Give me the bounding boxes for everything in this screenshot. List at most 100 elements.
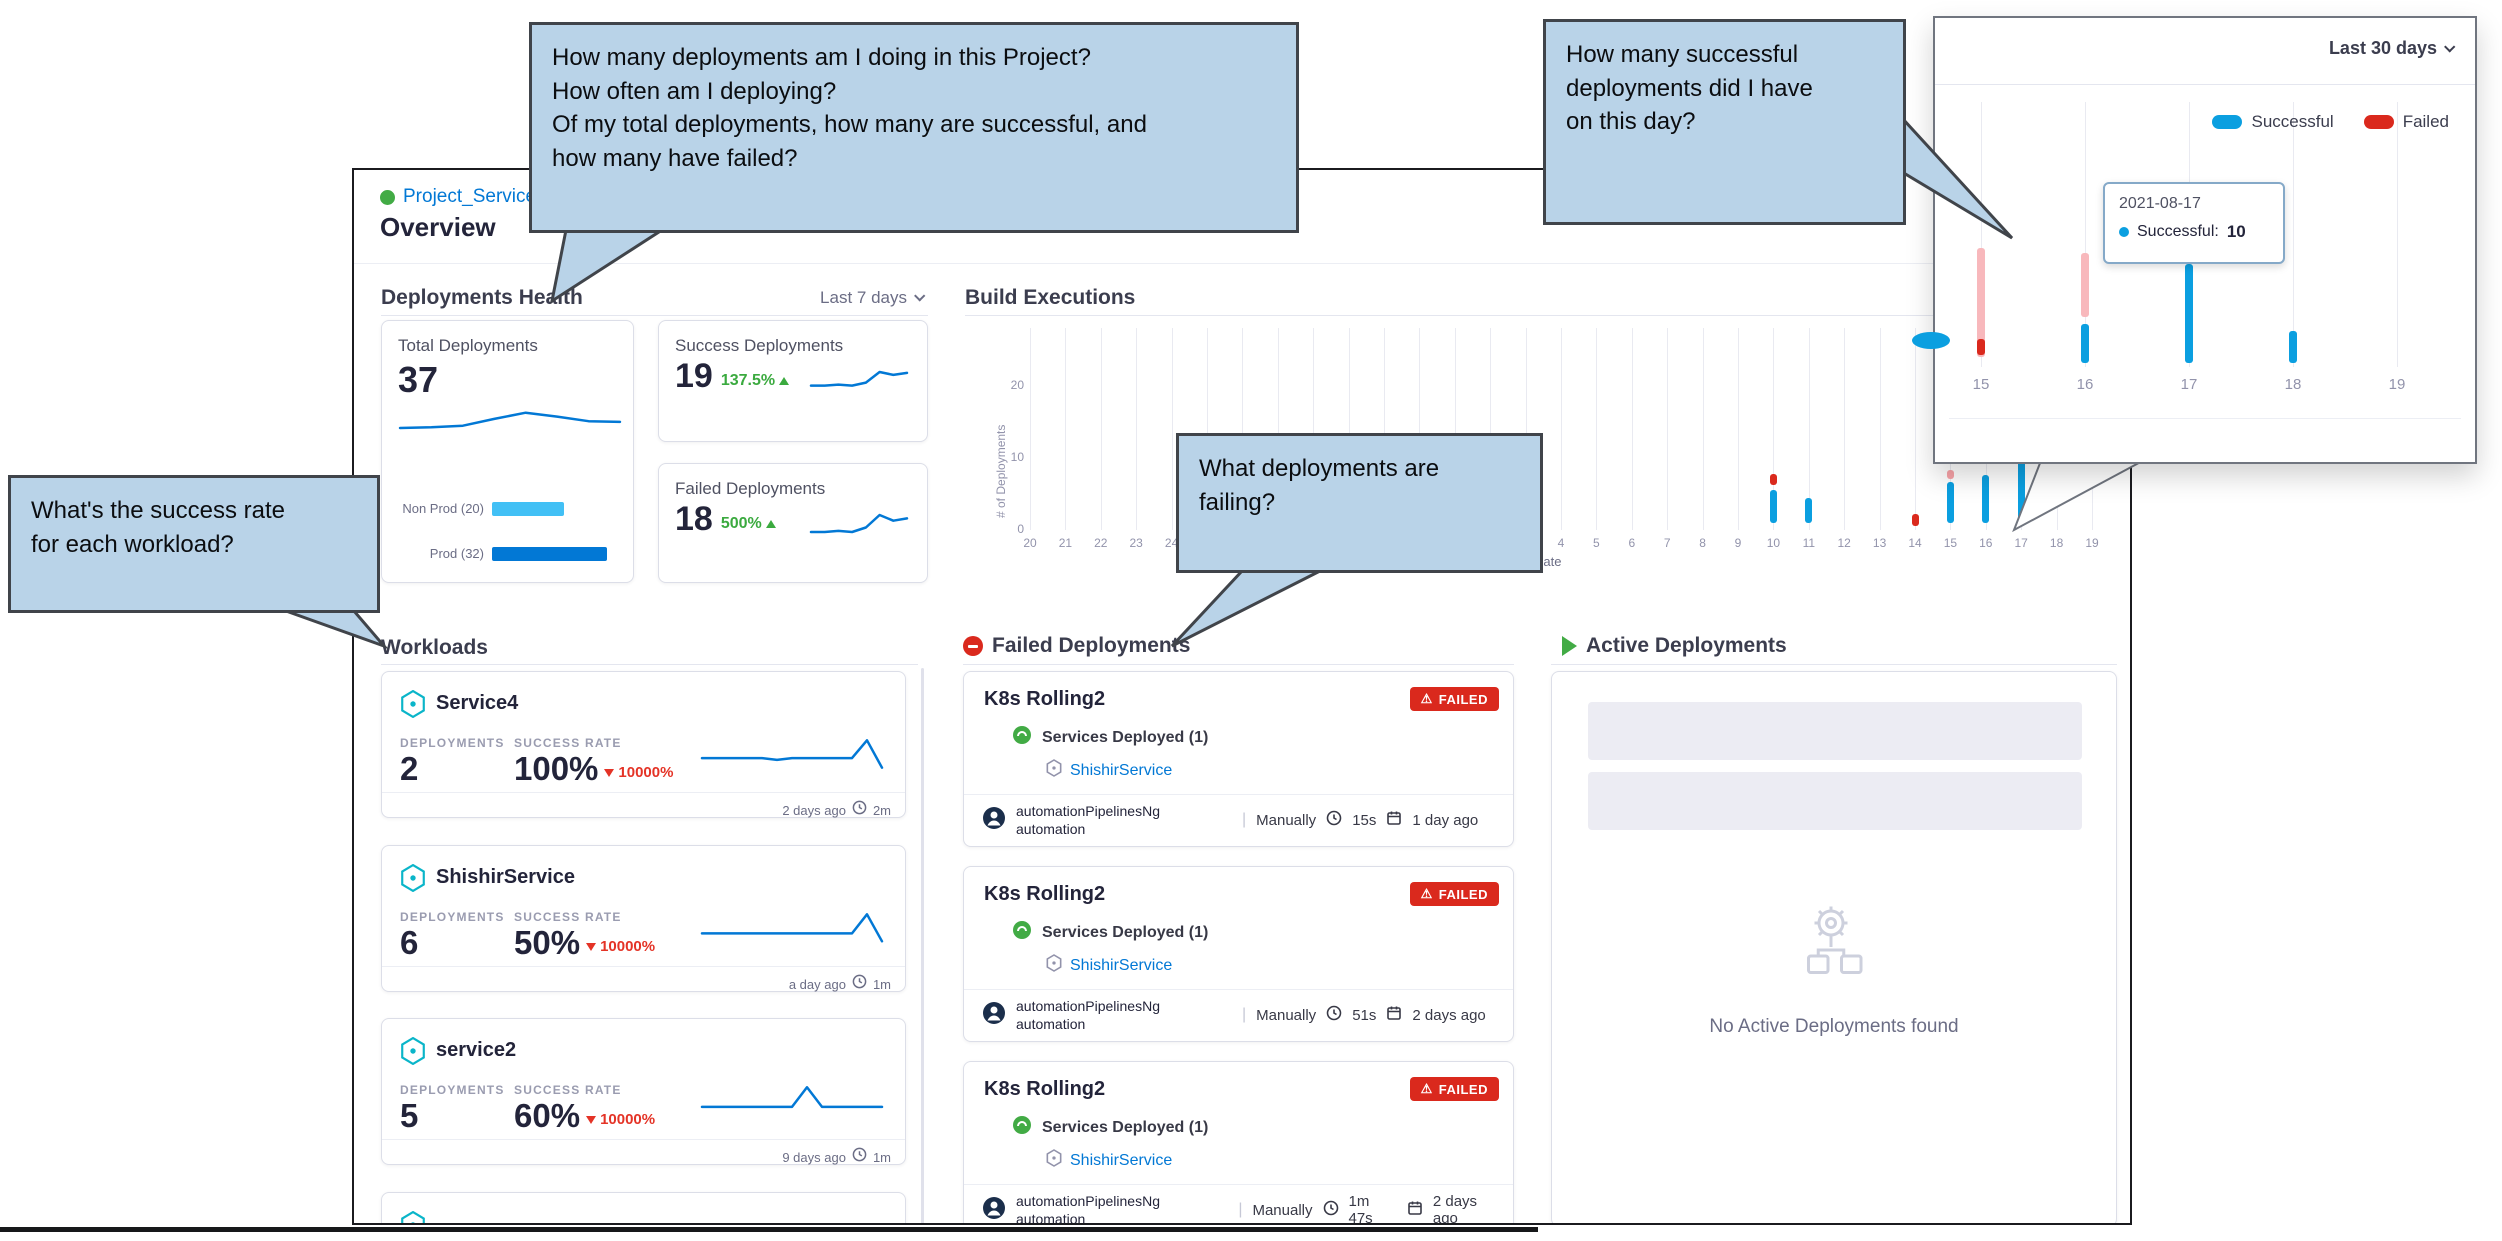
tooltip-value: 10 [2226, 222, 2246, 241]
deployments-count: 2 [400, 750, 419, 787]
chart-bar-segment[interactable] [2081, 324, 2089, 364]
inset-range-selector[interactable]: Last 30 days [2328, 38, 2456, 59]
x-axis-tick-label: 19 [2085, 536, 2099, 550]
chart-bar-segment[interactable] [1805, 498, 1813, 523]
chart-bar-segment[interactable] [1769, 490, 1777, 523]
user-avatar-icon [982, 806, 1006, 835]
success-rate-row: 50% 10000% [514, 924, 655, 962]
inset-bottom-divider [1949, 418, 2461, 419]
rate-change: 10000% [586, 938, 655, 962]
workloads-title: Workloads [381, 636, 488, 659]
x-axis-tick-label: 5 [1593, 536, 1600, 550]
workload-card-service4[interactable]: Service4 DEPLOYMENTS 2 SUCCESS RATE 100%… [381, 671, 906, 818]
chart-gridline [1596, 328, 1598, 530]
trend-up-icon [765, 520, 776, 528]
prod-bar[interactable] [492, 546, 607, 561]
tooltip-date: 2021-08-17 [2119, 195, 2201, 212]
trigger-type: Manually [1256, 1006, 1317, 1024]
trend-down-icon [604, 768, 615, 777]
x-axis-tick-label: 14 [1908, 536, 1922, 550]
sparkline-chart [700, 739, 884, 769]
service-link[interactable]: ShishirService [1070, 761, 1173, 779]
chart-gridline [1171, 328, 1173, 530]
success-deployments-label: Success Deployments [675, 336, 844, 355]
section-divider [381, 315, 928, 316]
trend-up-icon [779, 377, 790, 385]
services-deployed-label: Services Deployed (1) [1042, 1118, 1209, 1136]
chart-bar-segment[interactable] [1946, 470, 1954, 479]
pipeline-name[interactable]: K8s Rolling2 [984, 1078, 1106, 1100]
nonprod-bar[interactable] [492, 501, 564, 516]
chart-bar-segment[interactable] [2081, 253, 2089, 318]
calendar-icon [1386, 810, 1402, 831]
trigger-type: Manually [1252, 1201, 1313, 1219]
failed-deployment-card[interactable]: K8s Rolling2 ⚠ FAILED Services Deployed … [963, 671, 1514, 847]
chart-bar-segment[interactable] [2185, 264, 2193, 364]
y-tick-20: 20 [1010, 378, 1024, 392]
chart-bar-segment[interactable] [2017, 450, 2025, 523]
card-divider [382, 792, 905, 793]
callout-text: How many deployments am I doing in this … [552, 44, 1147, 172]
workload-name[interactable]: ShishirService [436, 866, 575, 888]
legend-failed[interactable]: Failed [2363, 112, 2449, 132]
failed-deployment-card[interactable]: K8s Rolling2 ⚠ FAILED Services Deployed … [963, 866, 1514, 1042]
health-range-selector[interactable]: Last 7 days [820, 288, 926, 308]
service-link[interactable]: ShishirService [1070, 1151, 1173, 1169]
workload-card-shishirservice[interactable]: ShishirService DEPLOYMENTS 6 SUCCESS RAT… [381, 845, 906, 992]
x-axis-tick-label: 11 [1802, 536, 1816, 550]
workload-footer: 2 days ago 2m [782, 800, 891, 820]
chart-bar-segment[interactable] [2289, 331, 2297, 364]
x-axis-tick-label: 9 [1734, 536, 1742, 550]
project-link[interactable]: Project_ServiceL... [403, 186, 563, 207]
user-avatar-icon [982, 1001, 1006, 1030]
service-link[interactable]: ShishirService [1070, 956, 1173, 974]
sparkline-chart [809, 513, 909, 534]
build-executions-header: Build Executions [965, 286, 1135, 310]
success-value-row: 19 137.5% [675, 357, 790, 396]
deployments-label: DEPLOYMENTS [400, 1083, 505, 1097]
success-change-value: 137.5% [720, 372, 776, 389]
chart-gridline [1136, 328, 1138, 530]
execution-duration: 51s [1352, 1006, 1377, 1024]
pipeline-name[interactable]: K8s Rolling2 [984, 883, 1106, 905]
chart-bar-segment[interactable] [1982, 474, 1990, 523]
calendar-icon [1407, 1200, 1423, 1221]
workload-card-partial[interactable] [381, 1192, 906, 1223]
separator: | [1238, 1201, 1243, 1219]
failed-deployment-card[interactable]: K8s Rolling2 ⚠ FAILED Services Deployed … [963, 1061, 1514, 1223]
service-hexagon-icon [400, 689, 426, 723]
chart-gridline [2397, 102, 2398, 367]
deployments-label: DEPLOYMENTS [400, 910, 505, 924]
warning-icon: ⚠ [1420, 1081, 1433, 1096]
service-hexagon-icon [1046, 954, 1062, 977]
failed-badge: ⚠ FAILED [1409, 1077, 1499, 1101]
success-rate-value: 50% [514, 924, 581, 961]
chart-bar-segment[interactable] [1911, 514, 1919, 526]
user-id: automation [1016, 1016, 1086, 1033]
active-deployments-title: Active Deployments [1586, 634, 1787, 657]
health-range-label[interactable]: Last 7 days [820, 288, 907, 307]
project-breadcrumb[interactable]: Project_ServiceL... [380, 186, 562, 208]
service-deployed-icon [1012, 725, 1032, 750]
chart-bar-segment[interactable] [1769, 473, 1777, 486]
trigger-type: Manually [1256, 811, 1317, 829]
workload-name[interactable]: service2 [436, 1039, 517, 1061]
workloads-scrollbar[interactable] [921, 668, 924, 1223]
clock-icon [852, 800, 867, 820]
card-divider [382, 966, 905, 967]
chart-bar-segment[interactable] [1977, 248, 1985, 358]
x-axis-tick-label: 15 [1943, 536, 1958, 550]
rate-change: 10000% [586, 1111, 655, 1135]
workload-name[interactable]: Service4 [436, 692, 519, 714]
chart-bar-segment[interactable] [1946, 482, 1954, 523]
x-axis-tick-label: 18 [2284, 376, 2302, 393]
workload-card-service2[interactable]: service2 DEPLOYMENTS 5 SUCCESS RATE 60% … [381, 1018, 906, 1165]
total-deployments-trend-chart [396, 403, 624, 455]
inset-range-label[interactable]: Last 30 days [2328, 38, 2437, 58]
pipeline-name[interactable]: K8s Rolling2 [984, 688, 1106, 710]
failed-deployments-value: 18 [675, 500, 713, 538]
chart-bar-segment[interactable] [1977, 339, 1985, 356]
legend-successful[interactable]: Successful [2212, 112, 2334, 132]
x-axis-tick-label: 21 [1058, 536, 1073, 550]
no-deployments-icon [1786, 896, 1882, 997]
